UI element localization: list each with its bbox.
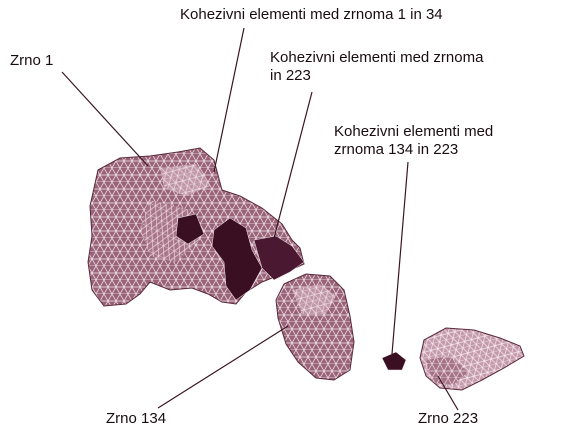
leader-grain-134 xyxy=(158,326,288,408)
label-cohesive-223-line2: in 223 xyxy=(270,67,483,85)
label-cohesive-134-223-line2: zrnoma 134 in 223 xyxy=(334,141,493,159)
label-grain-1-text: Zrno 1 xyxy=(10,52,53,70)
label-cohesive-223: Kohezivni elementi med zrnoma in 223 xyxy=(270,49,483,85)
leader-cohesive-223 xyxy=(274,92,312,238)
cohesive-elements-134-223 xyxy=(382,352,406,370)
label-cohesive-134-223-line1: Kohezivni elementi med xyxy=(334,123,493,141)
label-cohesive-223-line1: Kohezivni elementi med zrnoma xyxy=(270,49,483,67)
label-cohesive-134-223: Kohezivni elementi med zrnoma 134 in 223 xyxy=(334,123,493,159)
label-cohesive-1-34: Kohezivni elementi med zrnoma 1 in 34 xyxy=(180,6,443,24)
label-grain-134-text: Zrno 134 xyxy=(106,410,166,428)
grain-134-mesh xyxy=(276,274,354,380)
label-grain-223: Zrno 223 xyxy=(418,410,478,428)
cohesive-small-piece xyxy=(382,352,406,370)
label-grain-134: Zrno 134 xyxy=(106,410,166,428)
label-cohesive-1-34-text: Kohezivni elementi med zrnoma 1 in 34 xyxy=(180,6,443,24)
leader-grain-1 xyxy=(62,72,148,166)
grain-223-mesh xyxy=(420,328,524,390)
leader-cohesive-134-223 xyxy=(392,162,408,354)
label-grain-223-text: Zrno 223 xyxy=(418,410,478,428)
leader-cohesive-1-34 xyxy=(214,28,244,172)
label-grain-1: Zrno 1 xyxy=(10,52,53,70)
